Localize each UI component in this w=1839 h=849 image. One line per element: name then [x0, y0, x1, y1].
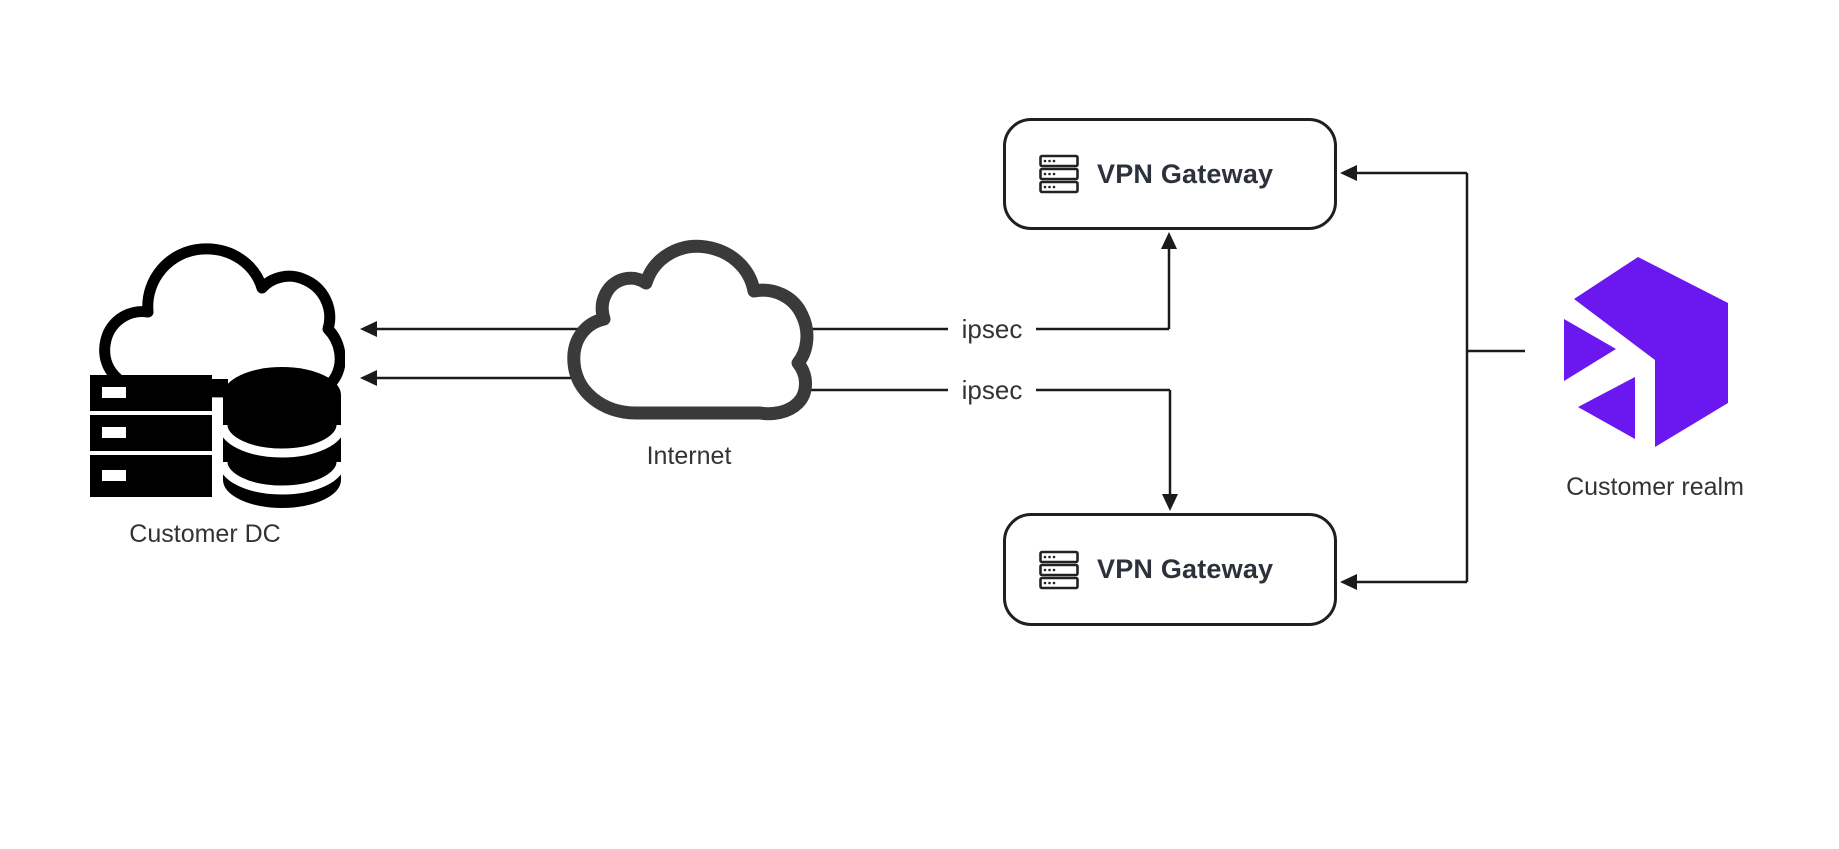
node-internet [558, 235, 818, 430]
edge-label-ipsec-top: ipsec [955, 313, 1029, 345]
datacenter-cloud-icon [90, 243, 345, 508]
node-vpn-gateway-top: VPN Gateway [1003, 118, 1337, 230]
vpn-gateway-top-label: VPN Gateway [1097, 158, 1274, 189]
server-stack-icon [1039, 154, 1079, 194]
internet-label: Internet [646, 442, 732, 470]
customer-realm-label: Customer realm [1566, 473, 1744, 501]
vpn-gateway-bottom-label: VPN Gateway [1097, 554, 1274, 584]
node-vpn-gateway-bottom: VPN Gateway [1003, 513, 1337, 626]
node-customer-dc [90, 225, 345, 510]
edge-label-ipsec-bottom: ipsec [955, 374, 1029, 406]
server-stack-icon [1039, 550, 1079, 589]
node-customer-realm [1560, 257, 1730, 447]
cloud-icon [567, 239, 814, 421]
realm-hexagon-logo [1564, 257, 1728, 447]
customer-dc-label: Customer DC [129, 520, 281, 548]
